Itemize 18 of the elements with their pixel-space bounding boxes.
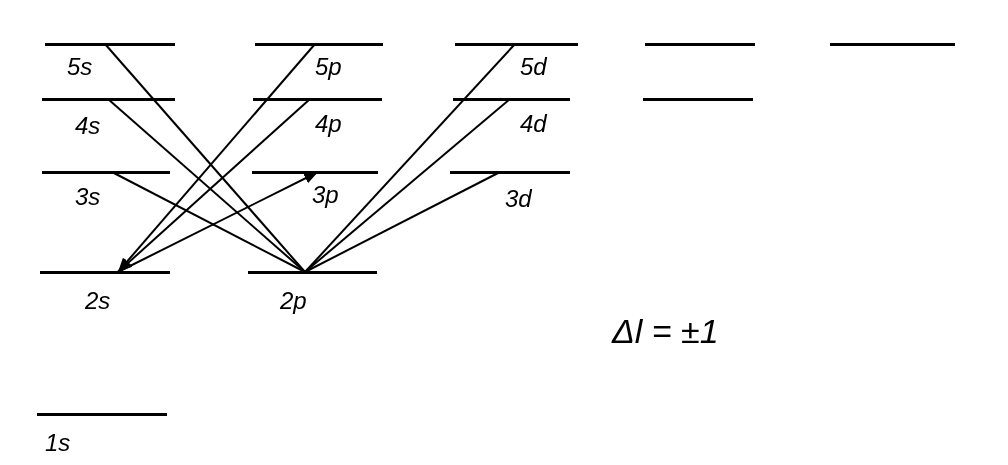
transition-line (304, 43, 516, 273)
level-label: 1s (45, 430, 71, 456)
level-label: 3p (312, 182, 339, 208)
selection-rule-note: Δl = ±1 (612, 312, 719, 351)
energy-level-bar (645, 43, 755, 46)
level-label: 4p (315, 111, 342, 137)
level-label: 4s (75, 113, 101, 139)
level-label: 4d (520, 111, 547, 137)
level-label: 2p (280, 288, 307, 314)
energy-level-bar (643, 98, 753, 101)
level-label: 5s (67, 54, 93, 80)
level-label: 2s (85, 288, 111, 314)
transition-line (304, 98, 511, 273)
level-label: 5d (520, 54, 547, 80)
energy-level-bar (830, 43, 955, 46)
level-label: 3d (505, 186, 532, 212)
level-label: 5p (315, 54, 342, 80)
level-label: 3s (75, 184, 101, 210)
